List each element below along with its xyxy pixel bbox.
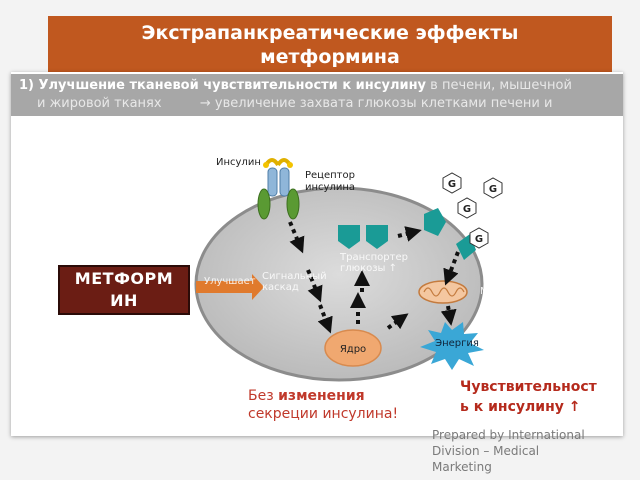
- metformin-line2: ИН: [110, 291, 138, 310]
- signal-arrows: [288, 221, 460, 334]
- nucleus-label: Ядро: [340, 344, 366, 355]
- note-line1: Без изменения: [248, 387, 438, 405]
- sensitivity-note: Чувствительност ь к инсулину ↑: [460, 377, 610, 417]
- improves-arrow-icon: [196, 274, 264, 300]
- footer-line2: Division – Medical: [432, 444, 540, 458]
- footer-line3: Marketing: [432, 460, 492, 474]
- transporter-label: Транспортер глюкозы ↑: [340, 252, 408, 274]
- receptor-label-line1: Рецептор: [305, 170, 355, 181]
- signal-cascade-label: Сигнальный каскад: [262, 271, 327, 293]
- mito-label: М: [480, 286, 489, 297]
- sensitivity-line1: Чувствительност: [460, 379, 597, 395]
- subtitle-tissues-text: и жировой тканях: [37, 96, 162, 111]
- footer-credit: Prepared by International Division – Med…: [432, 427, 612, 475]
- glucose-molecule-icon: G: [469, 227, 489, 249]
- energy-label: Энергия: [435, 338, 479, 349]
- signal-label-line2: каскад: [262, 282, 299, 293]
- receptor-label-line2: инсулина: [305, 182, 356, 193]
- glucose-g-4: G: [475, 234, 483, 245]
- insulin-label: Инсулин: [216, 157, 261, 168]
- energy-burst-icon: [420, 322, 484, 370]
- metformin-box: МЕТФОРМ ИН: [58, 265, 190, 315]
- glucose-molecule-icon: G: [483, 177, 503, 199]
- signal-label-line1: Сигнальный: [262, 271, 327, 282]
- glucose-molecule-icon: G: [442, 172, 462, 194]
- mitochondrion-icon: [418, 280, 468, 304]
- footer-line1: Prepared by International: [432, 428, 585, 442]
- title-line-1: Экстрапанкреатические эффекты: [141, 22, 519, 44]
- title-line-2: метформина: [260, 46, 400, 68]
- arrow-to-energy: [386, 313, 409, 330]
- transporter-label-line1: Транспортер: [340, 252, 408, 263]
- subtitle-arrow-icon: →: [199, 96, 211, 111]
- arrow-to-nucleus: [317, 304, 333, 334]
- insulin-receptor-icon: [257, 167, 300, 220]
- subtitle-rest-text: в печени, мышечной: [426, 78, 572, 93]
- transporter-label-line2: глюкозы ↑: [340, 263, 397, 274]
- subtitle-bold-text: 1) Улучшение тканевой чувствительности к…: [19, 78, 427, 93]
- metformin-line1: МЕТФОРМ: [74, 269, 174, 288]
- subtitle-line-2: и жировой тканях → увеличение захвата гл…: [19, 95, 617, 113]
- note-line2: секреции инсулина!: [248, 406, 399, 422]
- subtitle-line-1: 1) Улучшение тканевой чувствительности к…: [19, 77, 617, 95]
- arrow-mito-down: [440, 305, 457, 326]
- no-secretion-change-note: Без изменения секреции инсулина!: [248, 387, 438, 423]
- receptor-label: Рецептор инсулина: [305, 170, 355, 194]
- glucose-transporter-icon: [338, 208, 476, 260]
- glucose-g-2: G: [489, 184, 497, 195]
- glucose-g-3: G: [463, 204, 471, 215]
- note-line1-a: Без: [248, 388, 279, 404]
- slide-title: Экстрапанкреатические эффекты метформина: [48, 16, 612, 74]
- glucose-molecule-icon: G: [457, 197, 477, 219]
- arrow-to-transporter: [397, 226, 422, 242]
- note-line1-b: изменения: [278, 388, 365, 404]
- subtitle-uptake-text: увеличение захвата глюкозы клетками пече…: [210, 96, 553, 111]
- improves-label: Улучшает: [204, 276, 256, 287]
- glucose-g-1: G: [448, 179, 456, 190]
- subtitle-bar: 1) Улучшение тканевой чувствительности к…: [11, 74, 623, 116]
- nucleus: [324, 329, 382, 367]
- insulin-icon: [263, 158, 293, 168]
- sensitivity-line2: ь к инсулину ↑: [460, 399, 581, 415]
